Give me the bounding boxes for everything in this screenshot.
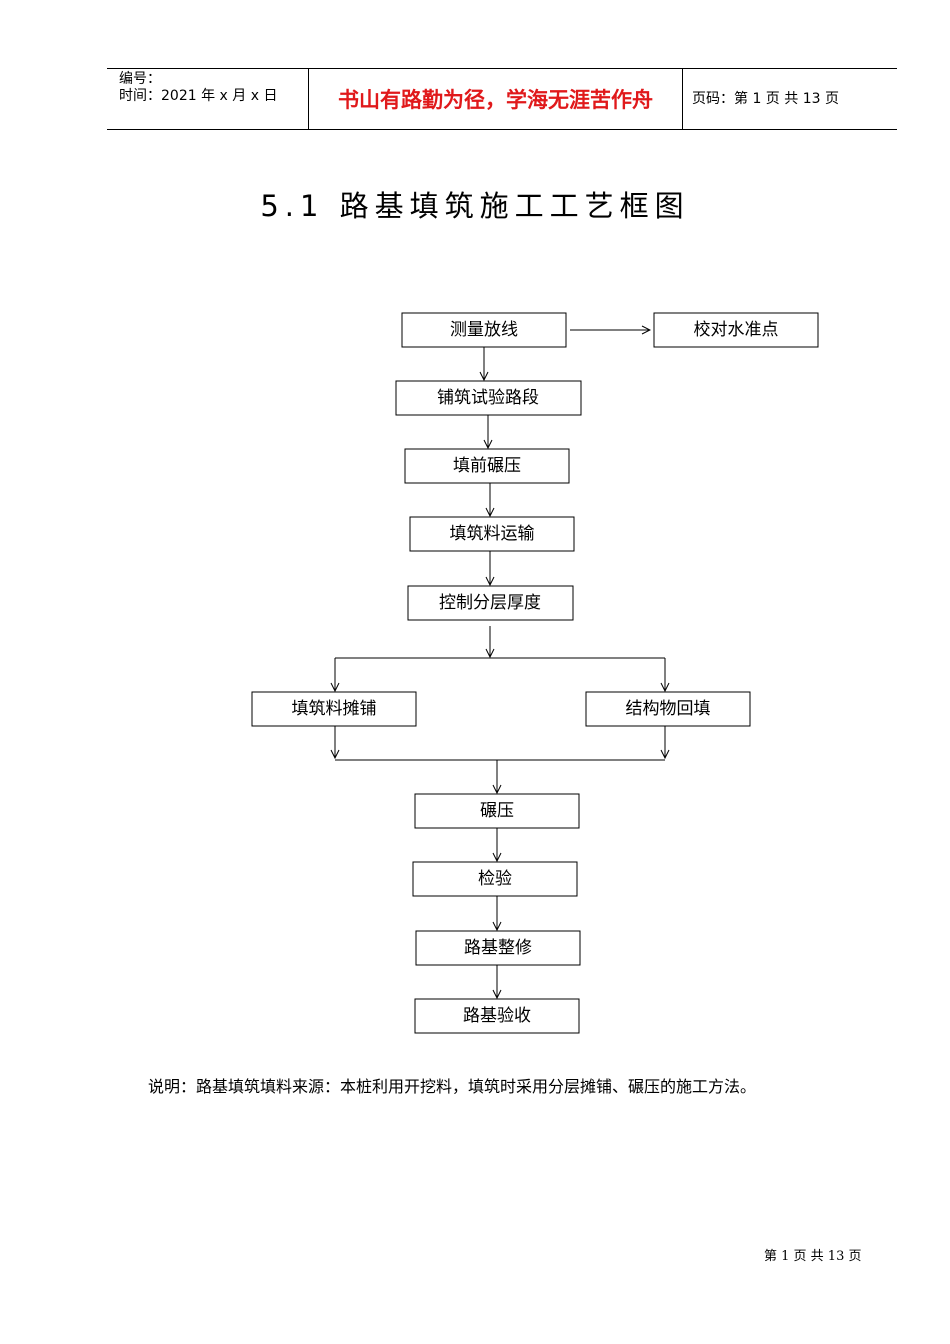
- node-survey-label: 测量放线: [450, 320, 518, 340]
- node-pre-compaction-label: 填前碾压: [453, 456, 521, 476]
- node-trial-section-label: 铺筑试验路段: [437, 388, 539, 408]
- node-fill-spreading-label: 填筑料摊铺: [292, 699, 377, 719]
- node-layer-thickness-label: 控制分层厚度: [439, 593, 541, 613]
- header-motto-cell: 书山有路勤为径，学海无涯苦作舟: [308, 69, 683, 129]
- node-inspection: 检验: [412, 861, 578, 897]
- node-trimming-label: 路基整修: [464, 938, 532, 958]
- node-pre-compaction: 填前碾压: [404, 448, 570, 484]
- node-acceptance-label: 路基验收: [463, 1006, 531, 1026]
- node-trial-section: 铺筑试验路段: [395, 380, 582, 416]
- page-header: 编号： 时间：2021 年 x 月 x 日 书山有路勤为径，学海无涯苦作舟 页码…: [107, 68, 897, 130]
- node-fill-transport-label: 填筑料运输: [450, 524, 535, 544]
- page-footer: 第 1 页 共 13 页: [764, 1249, 862, 1264]
- node-trimming: 路基整修: [415, 930, 581, 966]
- node-inspection-label: 检验: [478, 869, 512, 889]
- motto-text: 书山有路勤为径，学海无涯苦作舟: [338, 87, 653, 112]
- document-title: 5.1 路基填筑施工工艺框图: [260, 189, 690, 223]
- node-acceptance: 路基验收: [414, 998, 580, 1034]
- node-compaction-label: 碾压: [480, 801, 514, 821]
- node-check-benchmark-label: 校对水准点: [694, 320, 779, 340]
- node-check-benchmark: 校对水准点: [653, 312, 819, 348]
- node-fill-transport: 填筑料运输: [409, 516, 575, 552]
- header-page-cell: 页码：第 1 页 共 13 页: [682, 69, 897, 129]
- node-structure-backfill-label: 结构物回填: [626, 699, 711, 719]
- node-structure-backfill: 结构物回填: [585, 691, 751, 727]
- header-left-cell: 编号： 时间：2021 年 x 月 x 日: [107, 69, 307, 129]
- node-fill-spreading: 填筑料摊铺: [251, 691, 417, 727]
- node-layer-thickness: 控制分层厚度: [407, 585, 574, 621]
- date-line: 时间：2021 年 x 月 x 日: [119, 88, 278, 104]
- header-page-info: 页码：第 1 页 共 13 页: [692, 91, 839, 107]
- node-compaction: 碾压: [414, 793, 580, 829]
- explanation-note: 说明：路基填筑填料来源：本桩利用开挖料，填筑时采用分层摊铺、碾压的施工方法。: [148, 1077, 757, 1096]
- node-survey: 测量放线: [401, 312, 567, 348]
- serial-label: 编号：: [119, 71, 161, 87]
